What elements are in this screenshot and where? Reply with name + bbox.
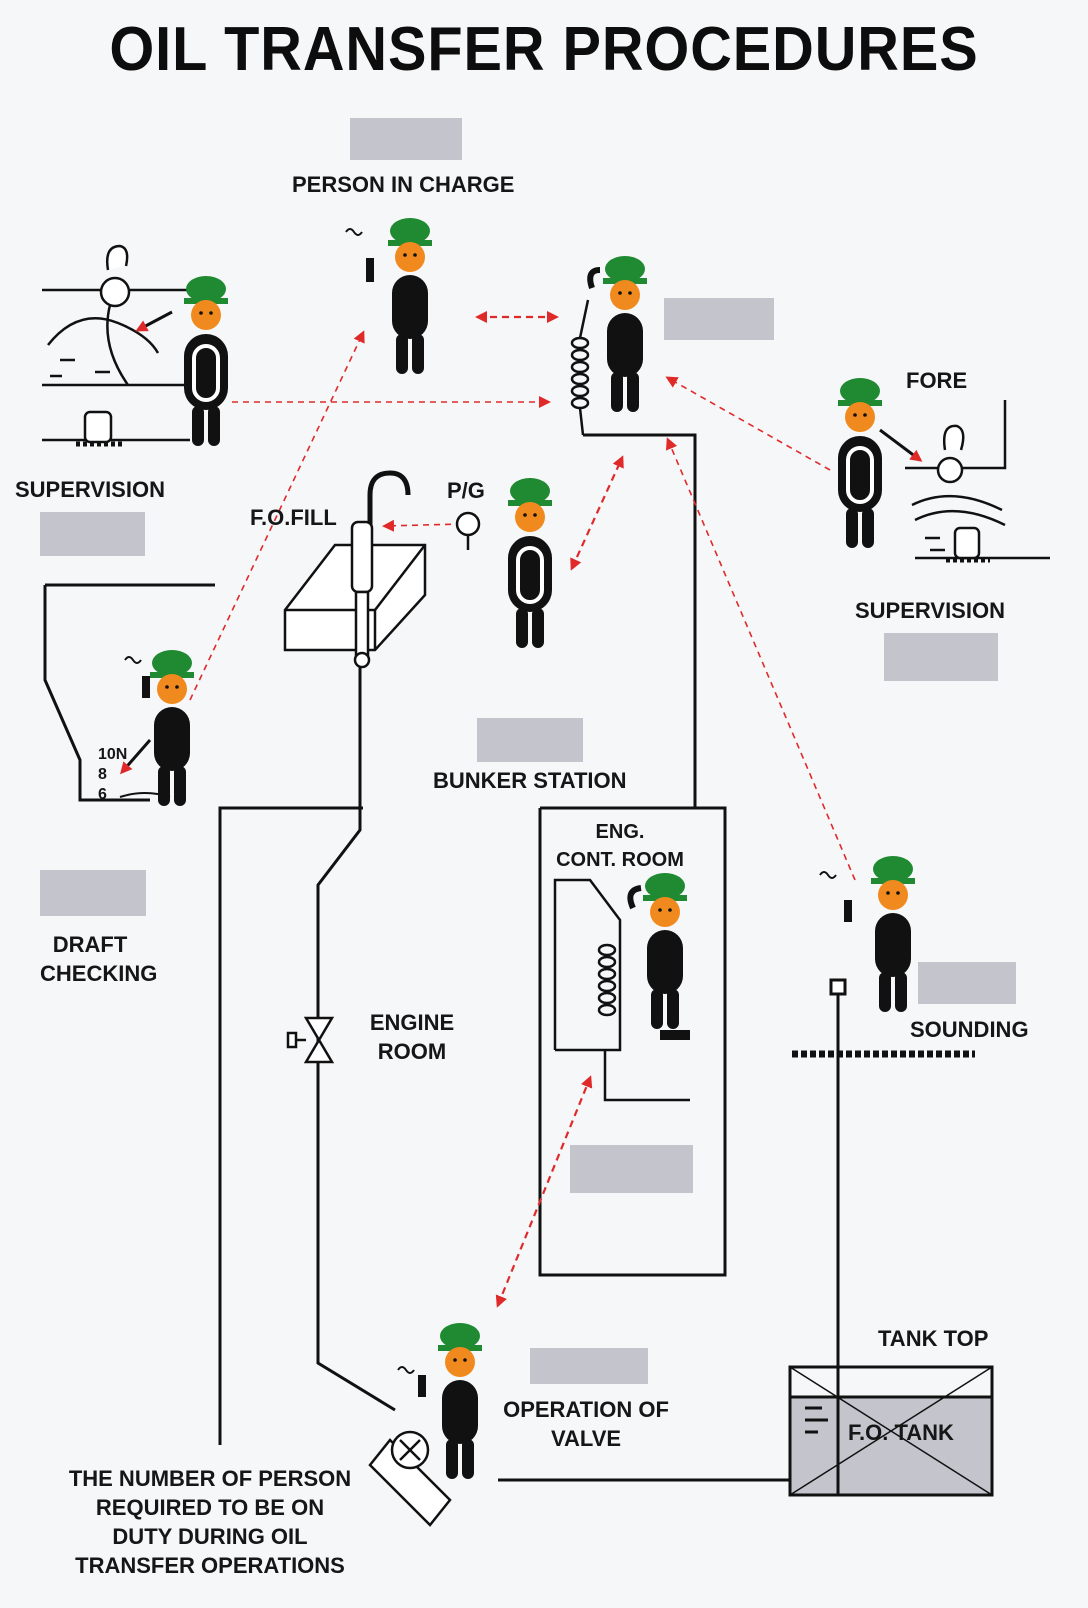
valve-icon [286, 1016, 335, 1064]
label-eng-cont-room: ENG. CONT. ROOM [555, 818, 685, 874]
handwheel-icon [368, 1430, 452, 1527]
person-bunker-chief [587, 256, 647, 412]
label-draft-mark-8: 8 [98, 766, 107, 783]
communication-lines [189, 330, 856, 881]
label-operation-of-valve: OPERATION OF VALVE [498, 1395, 674, 1453]
person-ecr [627, 873, 690, 1040]
footnote-line2: REQUIRED TO BE ON [95, 1495, 325, 1520]
label-pg: P/G [447, 478, 485, 503]
placeholder-box-pic [350, 118, 462, 160]
label-tank-top: TANK TOP [878, 1326, 989, 1351]
phone-coil-icon [570, 299, 590, 436]
person-sounding [819, 856, 915, 1012]
label-valve-line1: OPERATION OF [503, 1397, 669, 1422]
placeholder-box-supervision-aft [40, 512, 145, 556]
placeholder-box-valve [530, 1348, 648, 1384]
label-draft-mark-10n: 10N [98, 746, 128, 763]
fo-tank-icon [788, 1365, 994, 1497]
ecr-console-icon [553, 878, 690, 1102]
person-bunker-station [506, 476, 554, 650]
label-draft-line2: CHECKING [40, 961, 158, 986]
placeholder-box-draft [40, 870, 146, 916]
label-ecr-line1: ENG. [595, 821, 645, 843]
label-sounding: SOUNDING [910, 1017, 1029, 1042]
footnote-line1: THE NUMBER OF PERSON [68, 1466, 352, 1491]
pipe-lines [43, 433, 847, 1495]
placeholder-box-bunker-station [477, 718, 583, 762]
person-draft-checking [119, 650, 194, 806]
label-draft-line1: DRAFT [52, 932, 128, 957]
label-engine-room: ENGINE ROOM [362, 1008, 462, 1066]
person-valve-operator [397, 1323, 482, 1479]
label-fo-tank: F.O. TANK [848, 1420, 954, 1445]
label-engine-line2: ROOM [377, 1039, 447, 1064]
label-draft-checking: DRAFT CHECKING [40, 930, 158, 988]
label-fore: FORE [906, 368, 968, 393]
person-in-charge [345, 218, 432, 374]
fore-bollard-icon [905, 400, 1050, 563]
label-draft-mark-6: 6 [98, 786, 107, 803]
label-person-in-charge: PERSON IN CHARGE [292, 172, 515, 197]
two-way-arrows [475, 311, 624, 1308]
label-engine-line1: ENGINE [369, 1010, 455, 1035]
person-supervision-fore [836, 376, 884, 550]
footnote-line4: TRANSFER OPERATIONS [75, 1553, 345, 1578]
placeholder-box-sounding [918, 962, 1016, 1004]
label-fo-fill: F.O.FILL [250, 505, 337, 530]
person-supervision-aft [182, 274, 230, 448]
placeholder-box-supervision-fore [884, 633, 998, 681]
footnote: THE NUMBER OF PERSON REQUIRED TO BE ON D… [60, 1464, 360, 1580]
mooring-bollard-icon [42, 244, 190, 447]
fo-fill-box-icon [283, 470, 481, 669]
label-bunker-station: BUNKER STATION [433, 768, 627, 793]
label-supervision-aft: SUPERVISION [15, 477, 165, 502]
placeholder-box-ecr [570, 1145, 693, 1193]
label-supervision-fore: SUPERVISION [855, 598, 1005, 623]
label-ecr-line2: CONT. ROOM [556, 849, 684, 871]
placeholder-box-chief [664, 298, 774, 340]
footnote-line3: DUTY DURING OIL [112, 1524, 308, 1549]
label-valve-line2: VALVE [550, 1426, 622, 1451]
page-title: OIL TRANSFER PROCEDURES [109, 15, 979, 84]
pointer-arrow-icon [135, 310, 173, 332]
